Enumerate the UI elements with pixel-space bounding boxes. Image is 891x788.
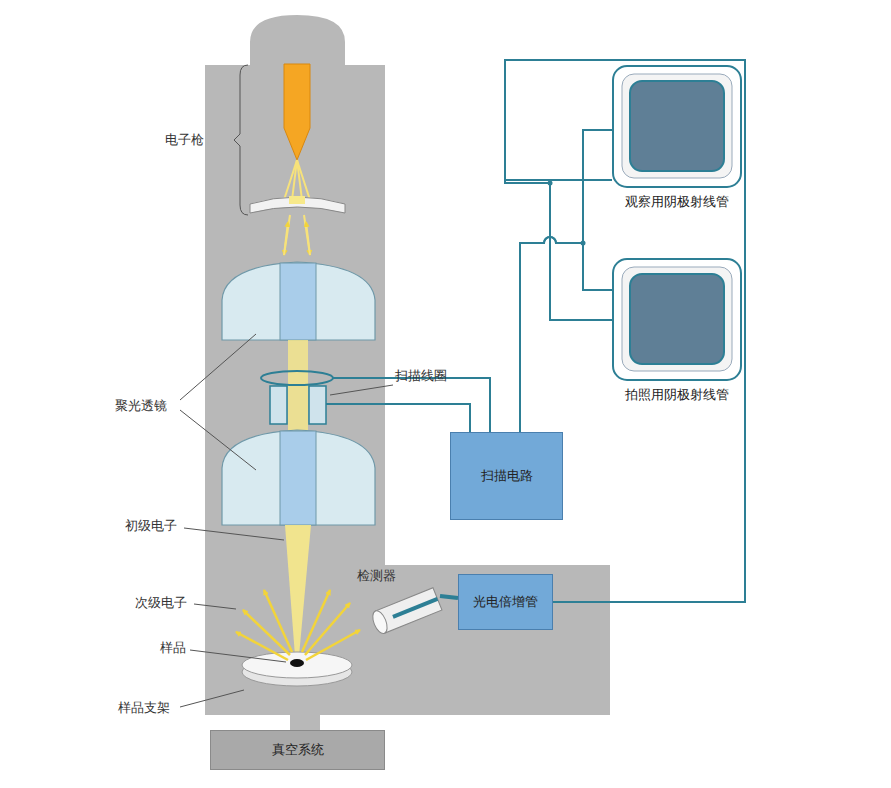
part-label: 扫描线圈 <box>395 368 447 384</box>
part-label: 次级电子 <box>135 595 187 611</box>
sample-holder-top <box>242 652 352 678</box>
signal-wire <box>520 237 612 432</box>
coil-ring <box>261 371 333 385</box>
part-label: 电子枪 <box>165 132 204 148</box>
scan-coil <box>270 386 287 424</box>
photomultiplier-box: 光电倍增管 <box>458 574 553 630</box>
crt-monitor-node: 拍照用阴极射线管 <box>612 258 742 403</box>
part-label: 初级电子 <box>125 518 177 534</box>
gun-cathode <box>284 64 310 160</box>
anode-hole <box>289 196 305 204</box>
part-label: 样品支架 <box>118 700 170 716</box>
leader-lines <box>180 65 393 707</box>
primary-beam <box>285 525 311 656</box>
scan-coil <box>309 386 326 424</box>
coil-wire <box>326 404 470 432</box>
detector-lead <box>440 596 458 598</box>
sample <box>290 659 304 667</box>
crt-monitor-node: 观察用阴极射线管 <box>612 65 742 210</box>
crt-monitor <box>612 258 742 381</box>
signal-wire <box>505 60 745 602</box>
lens-bore <box>280 431 316 525</box>
node-label: 拍照用阴极射线管 <box>612 387 742 403</box>
beam <box>288 340 308 432</box>
vacuum-system-box: 真空系统 <box>210 730 385 770</box>
signal-wire <box>505 60 745 602</box>
condenser-lens <box>222 262 375 340</box>
condenser-lens <box>222 430 375 525</box>
part-label: 聚光透镜 <box>115 398 167 414</box>
node-label: 光电倍增管 <box>473 594 538 610</box>
anode <box>250 197 345 213</box>
part-label: 样品 <box>160 640 186 656</box>
part-label: 检测器 <box>357 568 396 584</box>
secondary-electrons <box>236 590 360 660</box>
lens-bore <box>280 263 316 340</box>
node-label: 扫描电路 <box>481 468 533 484</box>
detector <box>370 588 442 636</box>
crt-monitor <box>612 65 742 188</box>
node-label: 真空系统 <box>272 742 324 758</box>
node-label: 观察用阴极射线管 <box>612 194 742 210</box>
column-housing <box>205 15 610 730</box>
signal-wire <box>520 130 612 432</box>
scan-circuit-box: 扫描电路 <box>450 432 563 520</box>
